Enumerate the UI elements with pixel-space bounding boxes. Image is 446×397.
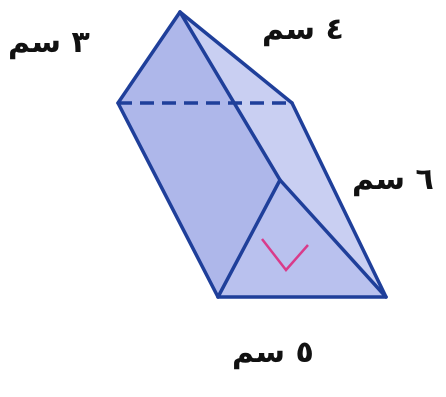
edge-bottom-right <box>278 178 388 299</box>
label-top-right-edge: ٤ سم <box>262 12 344 47</box>
edge-top-left <box>116 10 182 105</box>
right-lateral-face <box>180 12 386 297</box>
bottom-triangle-face <box>218 180 386 297</box>
right-angle-marker <box>261 238 309 272</box>
left-lateral-face <box>118 12 280 297</box>
label-bottom-edge: ٥ سم <box>232 335 314 370</box>
edge-bottom-left <box>216 178 282 299</box>
label-right-edge: ٦ سم <box>352 162 434 197</box>
edge-long-right <box>290 101 388 299</box>
edge-long-front <box>178 10 282 182</box>
visible-edges <box>116 10 388 299</box>
label-top-left-edge: ٣ سم <box>8 25 90 60</box>
edge-top-right <box>178 10 294 105</box>
edge-long-left <box>116 101 220 299</box>
